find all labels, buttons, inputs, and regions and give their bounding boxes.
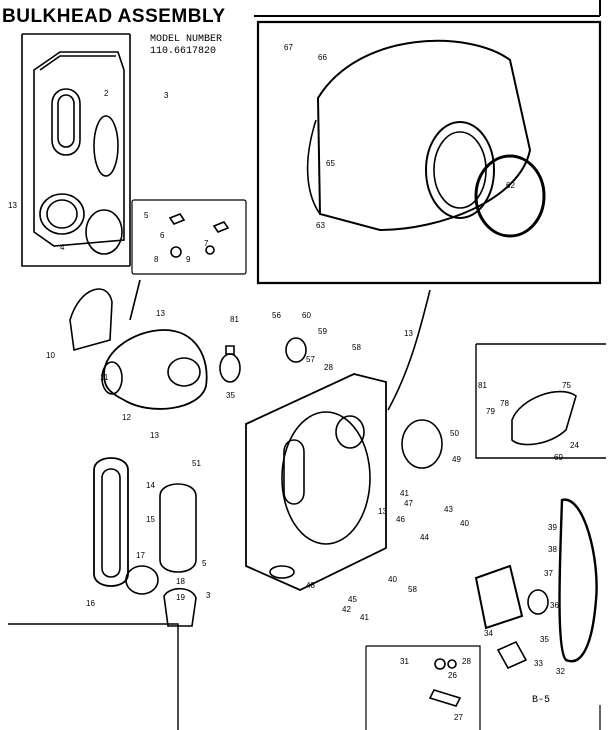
model-number: MODEL NUMBER 110.6617820 bbox=[150, 34, 222, 58]
callout-label: 41 bbox=[400, 489, 409, 498]
page-number: B-5 bbox=[532, 695, 551, 706]
callout-label: 56 bbox=[272, 311, 281, 320]
callout-label: 60 bbox=[302, 311, 311, 320]
callout-label: 65 bbox=[326, 159, 335, 168]
callout-label: 67 bbox=[284, 43, 293, 52]
callout-label: 13 bbox=[150, 431, 159, 440]
callout-label: 2 bbox=[104, 89, 109, 98]
callout-label: 4 bbox=[60, 243, 65, 252]
callout-label: 79 bbox=[486, 407, 495, 416]
callout-label: 40 bbox=[460, 519, 469, 528]
callout-label: 6 bbox=[160, 231, 165, 240]
callout-label: 44 bbox=[420, 533, 429, 542]
callout-label: 16 bbox=[86, 599, 95, 608]
callout-label: 47 bbox=[404, 499, 413, 508]
callout-label: 69 bbox=[554, 453, 563, 462]
callout-label: 31 bbox=[400, 657, 409, 666]
callout-label: 58 bbox=[408, 585, 417, 594]
callout-label: 5 bbox=[144, 211, 149, 220]
callout-label: 57 bbox=[306, 355, 315, 364]
callout-label: 24 bbox=[570, 441, 579, 450]
callout-label: 50 bbox=[450, 429, 459, 438]
callout-label: 66 bbox=[318, 53, 327, 62]
callout-label: 5 bbox=[202, 559, 207, 568]
callout-label: 39 bbox=[548, 523, 557, 532]
callout-label: 15 bbox=[146, 515, 155, 524]
callout-label: 27 bbox=[454, 713, 463, 722]
callout-label: 43 bbox=[444, 505, 453, 514]
callout-label: 14 bbox=[146, 481, 155, 490]
callout-label: 62 bbox=[506, 181, 515, 190]
callout-label: 9 bbox=[186, 255, 191, 264]
callout-label: 26 bbox=[448, 671, 457, 680]
callout-label: 28 bbox=[462, 657, 471, 666]
callout-label: 32 bbox=[556, 667, 565, 676]
callout-label: 3 bbox=[164, 91, 169, 100]
callout-label: 81 bbox=[478, 381, 487, 390]
callout-label: 12 bbox=[122, 413, 131, 422]
callout-label: 19 bbox=[176, 593, 185, 602]
callout-label: 35 bbox=[226, 391, 235, 400]
callout-label: 10 bbox=[46, 351, 55, 360]
callout-label: 42 bbox=[342, 605, 351, 614]
callout-label: 33 bbox=[534, 659, 543, 668]
callout-label: 13 bbox=[8, 201, 17, 210]
model-number-value: 110.6617820 bbox=[150, 46, 217, 57]
callout-label: 11 bbox=[100, 373, 109, 382]
callout-label: 45 bbox=[348, 595, 357, 604]
diagram-title: BULKHEAD ASSEMBLY bbox=[2, 6, 226, 27]
callout-label: 78 bbox=[500, 399, 509, 408]
callout-label: 18 bbox=[176, 577, 185, 586]
callout-label: 40 bbox=[388, 575, 397, 584]
callout-label: 59 bbox=[318, 327, 327, 336]
callout-label: 38 bbox=[548, 545, 557, 554]
callout-label: 17 bbox=[136, 551, 145, 560]
callout-label: 58 bbox=[352, 343, 361, 352]
callout-label: 63 bbox=[316, 221, 325, 230]
callout-label: 75 bbox=[562, 381, 571, 390]
callout-label: 8 bbox=[154, 255, 159, 264]
callout-label: 37 bbox=[544, 569, 553, 578]
callout-label: 46 bbox=[396, 515, 405, 524]
callout-label: 48 bbox=[306, 581, 315, 590]
callout-label: 36 bbox=[550, 601, 559, 610]
callout-label: 13 bbox=[378, 507, 387, 516]
model-number-label: MODEL NUMBER bbox=[150, 34, 223, 45]
callout-label: 41 bbox=[360, 613, 369, 622]
callout-label: 51 bbox=[192, 459, 201, 468]
callout-label: 34 bbox=[484, 629, 493, 638]
callout-label: 7 bbox=[204, 239, 209, 248]
callout-label: 3 bbox=[206, 591, 211, 600]
callout-label: 81 bbox=[230, 315, 239, 324]
callout-label: 49 bbox=[452, 455, 461, 464]
callout-label: 35 bbox=[540, 635, 549, 644]
callout-label: 13 bbox=[404, 329, 413, 338]
callout-label: 28 bbox=[324, 363, 333, 372]
callout-label: 13 bbox=[156, 309, 165, 318]
